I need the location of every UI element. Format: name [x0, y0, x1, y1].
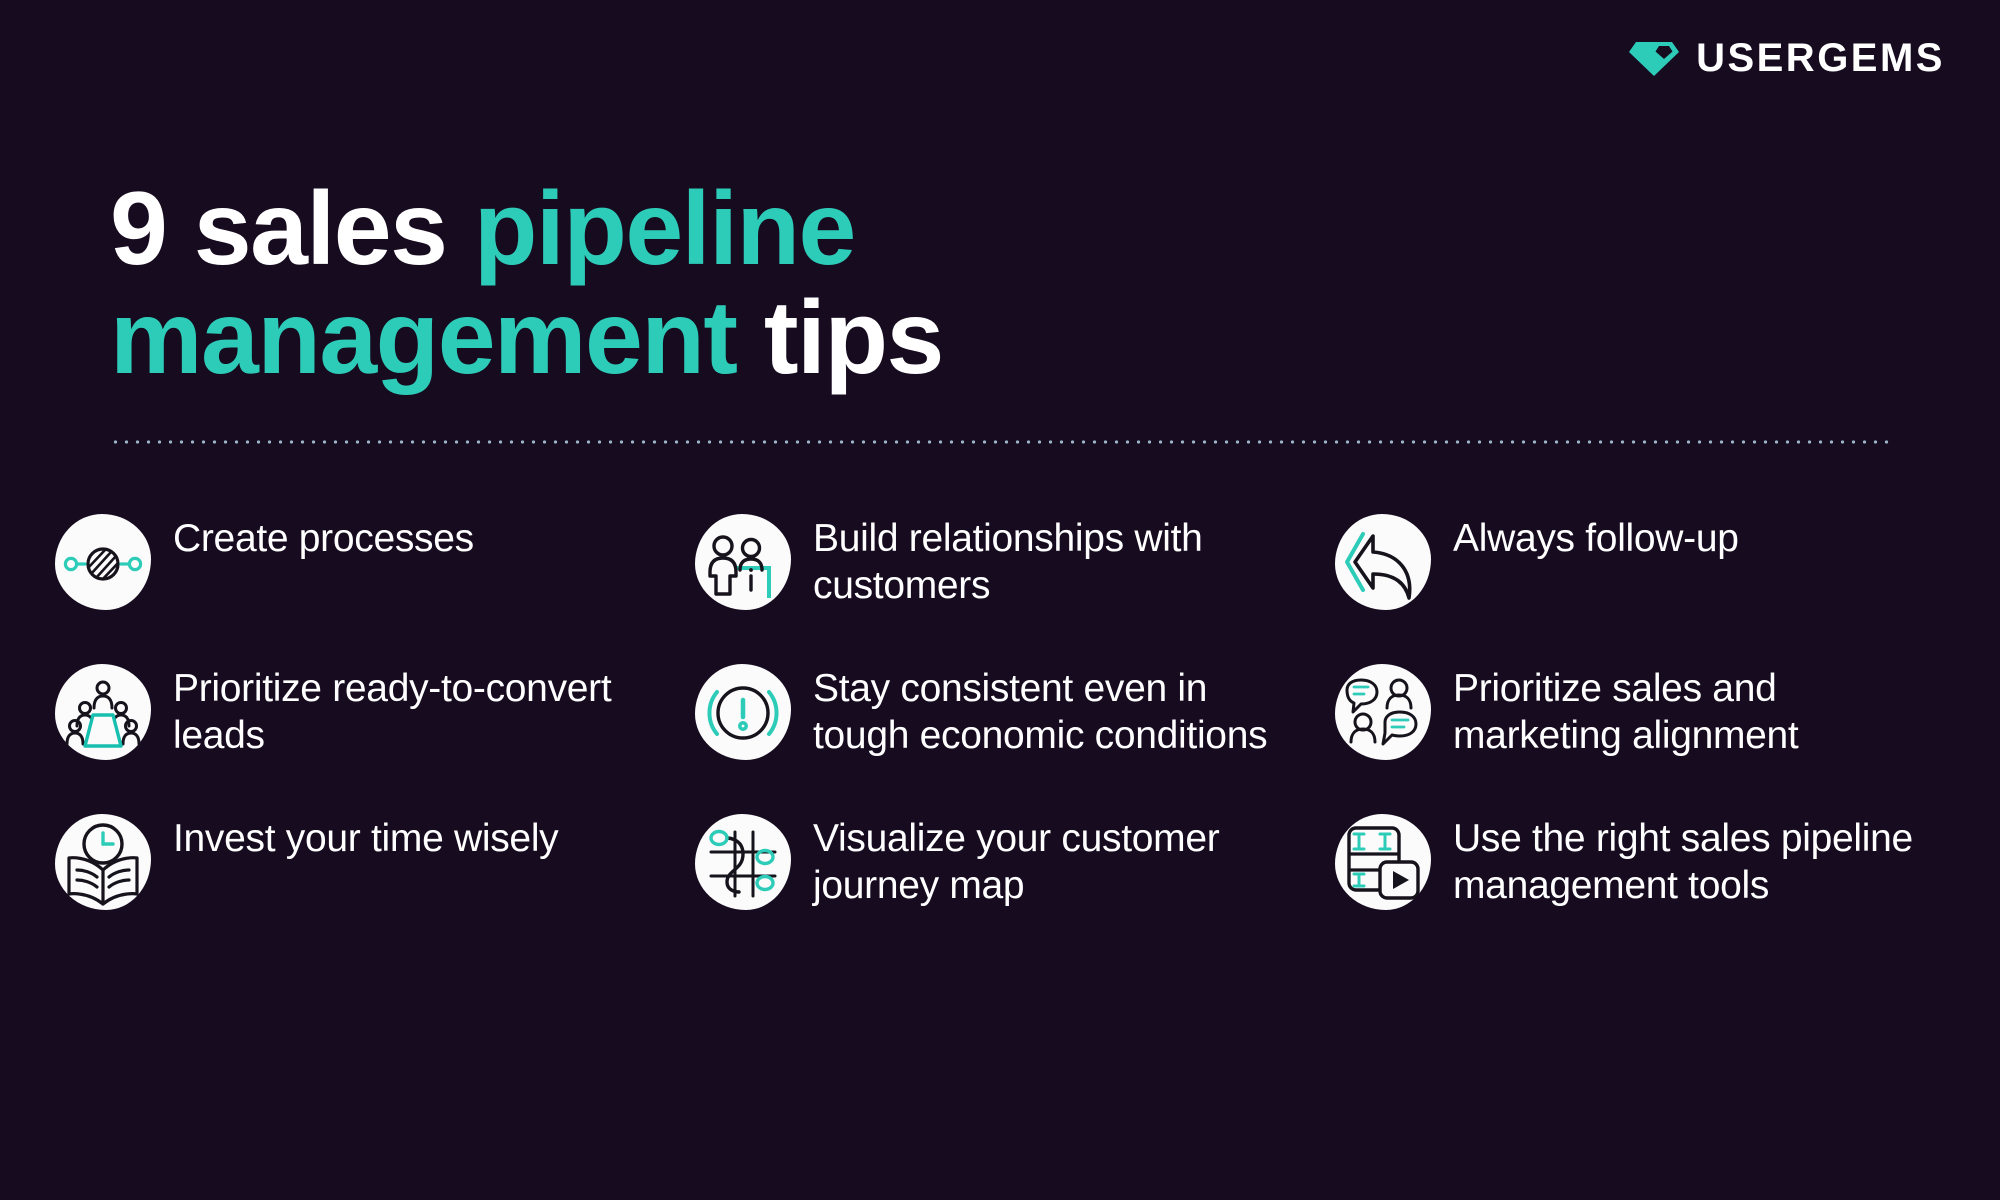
journey-map-grid-icon [695, 814, 791, 910]
page-title: 9 sales pipeline management tips [110, 174, 1410, 396]
gem-diamond-icon [1628, 38, 1680, 78]
tips-column-1: Create processes [55, 512, 695, 962]
dashboard-play-icon [1335, 814, 1431, 910]
tips-grid: Create processes [55, 512, 1955, 962]
tip-item-invest-time[interactable]: Invest your time wisely [55, 812, 695, 910]
tip-label: Prioritize sales and marketing alignment [1453, 667, 1799, 757]
tip-label: Create processes [173, 517, 474, 560]
tip-item-always-follow-up[interactable]: Always follow-up [1335, 512, 1955, 610]
two-people-desk-icon [695, 514, 791, 610]
title-part-2-accent: pipeline management [110, 170, 856, 396]
tip-item-right-tools[interactable]: Use the right sales pipeline management … [1335, 812, 1955, 910]
tip-label: Visualize your customer journey map [813, 817, 1220, 907]
tips-column-2: Build relationships with customers St [695, 512, 1335, 962]
tip-label: Stay consistent even in tough economic c… [813, 667, 1268, 757]
title-part-3: tips [736, 279, 944, 396]
tip-item-sales-marketing-alignment[interactable]: Prioritize sales and marketing alignment [1335, 662, 1955, 760]
book-clock-icon [55, 814, 151, 910]
dotted-divider [110, 440, 1890, 444]
tip-item-visualize-journey[interactable]: Visualize your customer journey map [695, 812, 1335, 910]
tip-label: Build relationships with customers [813, 517, 1203, 607]
title-part-1: 9 sales [110, 170, 474, 287]
lead-funnel-people-icon [55, 664, 151, 760]
process-nodes-icon [55, 514, 151, 610]
brand-name: USERGEMS [1696, 36, 1945, 80]
tip-label: Always follow-up [1453, 517, 1739, 560]
tip-item-prioritize-leads[interactable]: Prioritize ready-to-convert leads [55, 662, 695, 760]
exclamation-circle-icon [695, 664, 791, 760]
brand-logo: USERGEMS [1628, 38, 1945, 78]
tip-label: Use the right sales pipeline management … [1453, 817, 1913, 907]
people-speech-bubbles-icon [1335, 664, 1431, 760]
reply-arrow-icon [1335, 514, 1431, 610]
tip-label: Invest your time wisely [173, 817, 559, 860]
tip-item-create-processes[interactable]: Create processes [55, 512, 695, 610]
tip-item-stay-consistent[interactable]: Stay consistent even in tough economic c… [695, 662, 1335, 760]
tip-item-build-relationships[interactable]: Build relationships with customers [695, 512, 1335, 610]
tips-column-3: Always follow-up [1335, 512, 1955, 962]
tip-label: Prioritize ready-to-convert leads [173, 667, 612, 757]
